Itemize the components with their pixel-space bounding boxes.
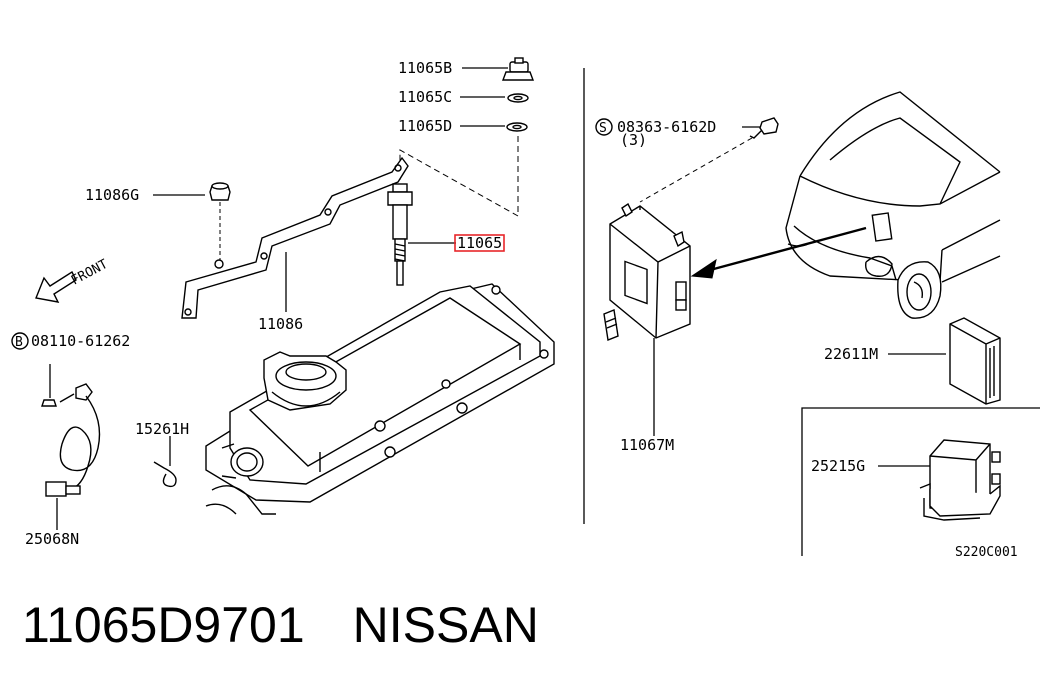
bolt-prefix: B <box>15 335 23 350</box>
location-arrow-icon <box>690 226 867 279</box>
part-11086g-nut[interactable] <box>209 182 231 201</box>
label-25068n[interactable]: 25068N <box>25 530 79 548</box>
part-11067m-control-unit[interactable] <box>603 202 691 341</box>
label-11065[interactable]: 11065 <box>457 234 502 252</box>
part-11065d-washer[interactable] <box>506 122 528 132</box>
label-screw-08363-6162d[interactable]: 08363-6162D <box>617 118 716 136</box>
part-11065b-cap[interactable] <box>501 57 535 81</box>
part-25215g-relay[interactable] <box>919 439 1001 521</box>
label-11086g[interactable]: 11086G <box>85 186 139 204</box>
part-screw-08363[interactable] <box>749 117 779 139</box>
screw-prefix: S <box>599 121 607 136</box>
vehicle-illustration <box>785 91 1001 319</box>
label-11067m[interactable]: 11067M <box>620 436 674 454</box>
front-arrow-icon <box>35 270 77 303</box>
screw-dashed-line <box>639 137 753 203</box>
footer-caption: 11065D9701 NISSAN <box>22 596 539 654</box>
part-25068n-sensor[interactable] <box>45 383 101 497</box>
part-22611m-module[interactable] <box>949 317 1001 405</box>
relay-frame <box>801 407 1040 556</box>
label-25215g[interactable]: 25215G <box>811 457 865 475</box>
screw-s-badge <box>595 118 613 136</box>
part-11086-connecting-plate[interactable] <box>181 156 409 319</box>
part-11065c-washer[interactable] <box>507 93 529 103</box>
assembly-dashed-line <box>399 136 519 217</box>
label-11065b[interactable]: 11065B <box>398 59 452 77</box>
part-cylinder-head <box>205 283 555 515</box>
part-11065-glow-plug[interactable] <box>387 183 413 286</box>
part-15261h-clip[interactable] <box>153 461 177 488</box>
part-bolt-08110[interactable] <box>41 399 57 407</box>
front-label: FRONT <box>69 257 111 289</box>
footer-brand: NISSAN <box>352 597 539 653</box>
label-11065c[interactable]: 11065C <box>398 88 452 106</box>
highlight-box-11065 <box>454 234 505 252</box>
label-15261h[interactable]: 15261H <box>135 420 189 438</box>
label-22611m[interactable]: 22611M <box>824 345 878 363</box>
label-11065d[interactable]: 11065D <box>398 117 452 135</box>
label-11086[interactable]: 11086 <box>258 315 303 333</box>
label-screw-qty: (3) <box>620 131 647 149</box>
diagram-code: S220C001 <box>955 545 1018 560</box>
footer-part-number: 11065D9701 <box>22 597 305 653</box>
label-bolt-08110-61262[interactable]: 08110-61262 <box>31 332 130 350</box>
bolt-b-badge <box>11 332 29 350</box>
